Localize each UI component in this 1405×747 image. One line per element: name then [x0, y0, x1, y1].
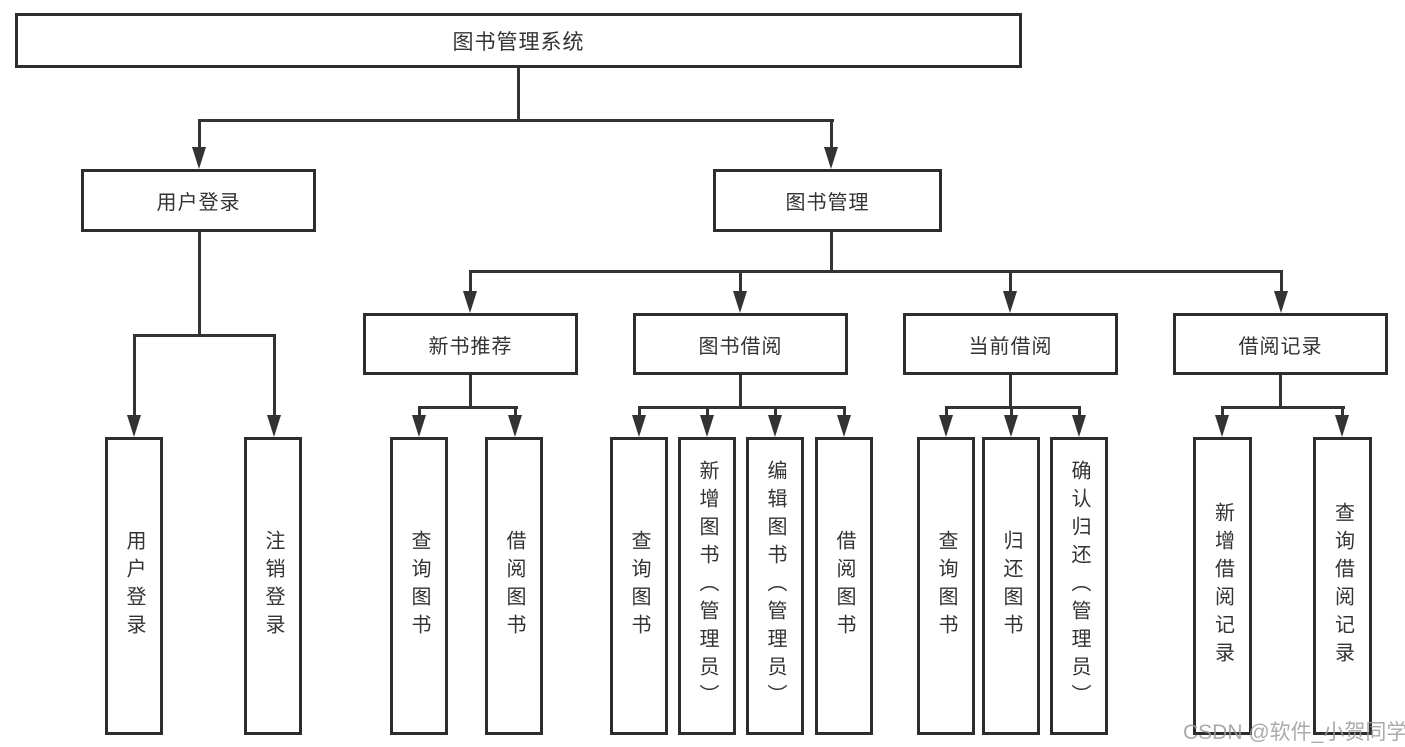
- arrow-down-icon: [824, 147, 838, 169]
- leaf-add-books-admin-label: 新增图书（管理员）: [696, 460, 718, 712]
- arrow-down-icon: [1004, 415, 1018, 437]
- leaf-logout: 注销登录: [244, 437, 302, 735]
- node-user-login-label: 用户登录: [156, 192, 241, 214]
- leaf-logout-label: 注销登录: [262, 530, 284, 642]
- connector-line: [517, 68, 520, 120]
- connector-line: [1279, 375, 1282, 408]
- leaf-newbook-borrow-books-label: 借阅图书: [503, 530, 525, 642]
- arrow-down-icon: [1335, 415, 1349, 437]
- node-book-management-label: 图书管理: [785, 192, 870, 214]
- leaf-newbook-query-books: 查询图书: [390, 437, 448, 735]
- node-current-borrowing: 当前借阅: [903, 313, 1118, 375]
- arrow-down-icon: [1072, 415, 1086, 437]
- connector-line: [830, 232, 833, 272]
- connector-line: [830, 119, 833, 149]
- arrow-down-icon: [632, 415, 646, 437]
- connector-line: [418, 406, 518, 409]
- leaf-current-query-books-label: 查询图书: [935, 530, 957, 642]
- arrow-down-icon: [939, 415, 953, 437]
- arrow-down-icon: [1274, 291, 1288, 313]
- leaf-edit-books-admin: 编辑图书（管理员）: [746, 437, 804, 735]
- connector-line: [133, 334, 276, 337]
- arrow-down-icon: [768, 415, 782, 437]
- connector-line: [133, 334, 136, 415]
- connector-line: [198, 119, 834, 122]
- connector-line: [739, 375, 742, 408]
- leaf-add-books-admin: 新增图书（管理员）: [678, 437, 736, 735]
- leaf-add-borrow-record: 新增借阅记录: [1193, 437, 1252, 735]
- node-borrow-records-label: 借阅记录: [1238, 335, 1323, 358]
- arrow-down-icon: [837, 415, 851, 437]
- arrow-down-icon: [733, 291, 747, 313]
- leaf-borrowing-query-books: 查询图书: [610, 437, 668, 735]
- csdn-watermark: CSDN @软件_小贺同学: [1183, 721, 1405, 744]
- connector-line: [945, 406, 948, 415]
- leaf-user-login: 用户登录: [105, 437, 163, 735]
- arrow-down-icon: [508, 415, 522, 437]
- arrow-down-icon: [412, 415, 426, 437]
- connector-line: [469, 270, 472, 292]
- leaf-confirm-return-admin-label: 确认归还（管理员）: [1068, 460, 1090, 712]
- node-book-borrowing: 图书借阅: [633, 313, 848, 375]
- connector-line: [1009, 270, 1012, 292]
- connector-line: [514, 406, 517, 415]
- leaf-user-login-label: 用户登录: [123, 530, 145, 642]
- leaf-borrowing-query-books-label: 查询图书: [628, 530, 650, 642]
- leaf-newbook-query-books-label: 查询图书: [408, 530, 430, 642]
- node-book-management: 图书管理: [713, 169, 942, 232]
- connector-line: [945, 406, 1081, 409]
- connector-line: [638, 406, 641, 415]
- node-new-book-recommend-label: 新书推荐: [428, 335, 513, 358]
- connector-line: [843, 406, 846, 415]
- connector-line: [739, 270, 742, 292]
- connector-line: [706, 406, 709, 415]
- leaf-query-borrow-record: 查询借阅记录: [1313, 437, 1372, 735]
- node-root-label: 图书管理系统: [452, 30, 585, 54]
- connector-line: [198, 232, 201, 336]
- connector-line: [198, 119, 201, 149]
- arrow-down-icon: [127, 415, 141, 437]
- node-user-login: 用户登录: [81, 169, 316, 232]
- connector-line: [638, 406, 846, 409]
- leaf-edit-books-admin-label: 编辑图书（管理员）: [764, 460, 786, 712]
- connector-line: [469, 270, 1283, 273]
- arrow-down-icon: [1003, 291, 1017, 313]
- connector-line: [418, 406, 421, 415]
- connector-line: [273, 334, 276, 415]
- arrow-down-icon: [192, 147, 206, 169]
- leaf-return-books-label: 归还图书: [1000, 530, 1022, 642]
- leaf-add-borrow-record-label: 新增借阅记录: [1211, 502, 1234, 670]
- connector-line: [1280, 270, 1283, 292]
- connector-line: [469, 375, 472, 408]
- connector-line: [1078, 406, 1081, 415]
- leaf-query-borrow-record-label: 查询借阅记录: [1331, 502, 1354, 670]
- connector-line: [1221, 406, 1345, 409]
- connector-line: [1221, 406, 1224, 415]
- connector-line: [774, 406, 777, 415]
- leaf-newbook-borrow-books: 借阅图书: [485, 437, 543, 735]
- connector-line: [1009, 375, 1012, 408]
- arrow-down-icon: [463, 291, 477, 313]
- connector-line: [1010, 406, 1013, 415]
- leaf-current-query-books: 查询图书: [917, 437, 975, 735]
- node-borrow-records: 借阅记录: [1173, 313, 1388, 375]
- arrow-down-icon: [700, 415, 714, 437]
- node-current-borrowing-label: 当前借阅: [968, 335, 1053, 358]
- leaf-borrowing-borrow-books-label: 借阅图书: [833, 530, 855, 642]
- leaf-confirm-return-admin: 确认归还（管理员）: [1050, 437, 1108, 735]
- connector-line: [1341, 406, 1344, 415]
- node-new-book-recommend: 新书推荐: [363, 313, 578, 375]
- node-book-borrowing-label: 图书借阅: [698, 335, 783, 358]
- arrow-down-icon: [1215, 415, 1229, 437]
- leaf-borrowing-borrow-books: 借阅图书: [815, 437, 873, 735]
- arrow-down-icon: [267, 415, 281, 437]
- leaf-return-books: 归还图书: [982, 437, 1040, 735]
- node-root: 图书管理系统: [15, 13, 1022, 68]
